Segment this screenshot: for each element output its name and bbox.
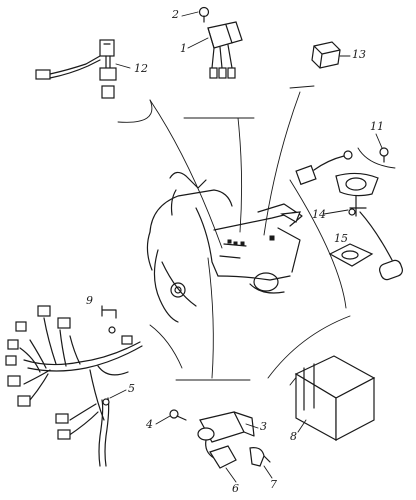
callout-12: 12 [134,62,148,75]
callout-14: 14 [312,208,326,221]
callout-10: 10 [102,0,116,3]
switch-part-12 [35,39,117,99]
bolt-part-4 [169,409,187,421]
callout-4: 4 [145,418,153,431]
scooter-body [146,171,303,323]
callout-labels: 2 1 12 13 11 14 15 9 10 5 4 3 6 7 8 [86,0,384,495]
callout-3: 3 [260,420,267,433]
callout-9: 9 [86,294,93,307]
callout-11: 11 [370,120,384,133]
callout-5: 5 [128,382,135,395]
callout-2: 2 [171,8,179,21]
callout-15: 15 [334,232,348,245]
callout-7: 7 [270,478,277,491]
screw-part-2 [198,6,210,23]
fuel-sender-part-14 [295,150,403,281]
cable-part-5 [98,397,110,467]
wiring-harness-part-9 [5,305,143,440]
plug-cap-part-7 [249,447,271,467]
regulator-part-1 [207,21,243,79]
screw-part-11 [379,147,389,163]
ignition-coil-part-3 [197,411,255,469]
callout-1: 1 [180,42,187,55]
callout-8: 8 [290,430,297,443]
battery-part-8 [294,355,376,442]
gasket-part-15 [328,243,374,267]
callout-13: 13 [352,48,366,61]
callout-6: 6 [232,482,239,495]
relay-part-13 [311,41,341,69]
